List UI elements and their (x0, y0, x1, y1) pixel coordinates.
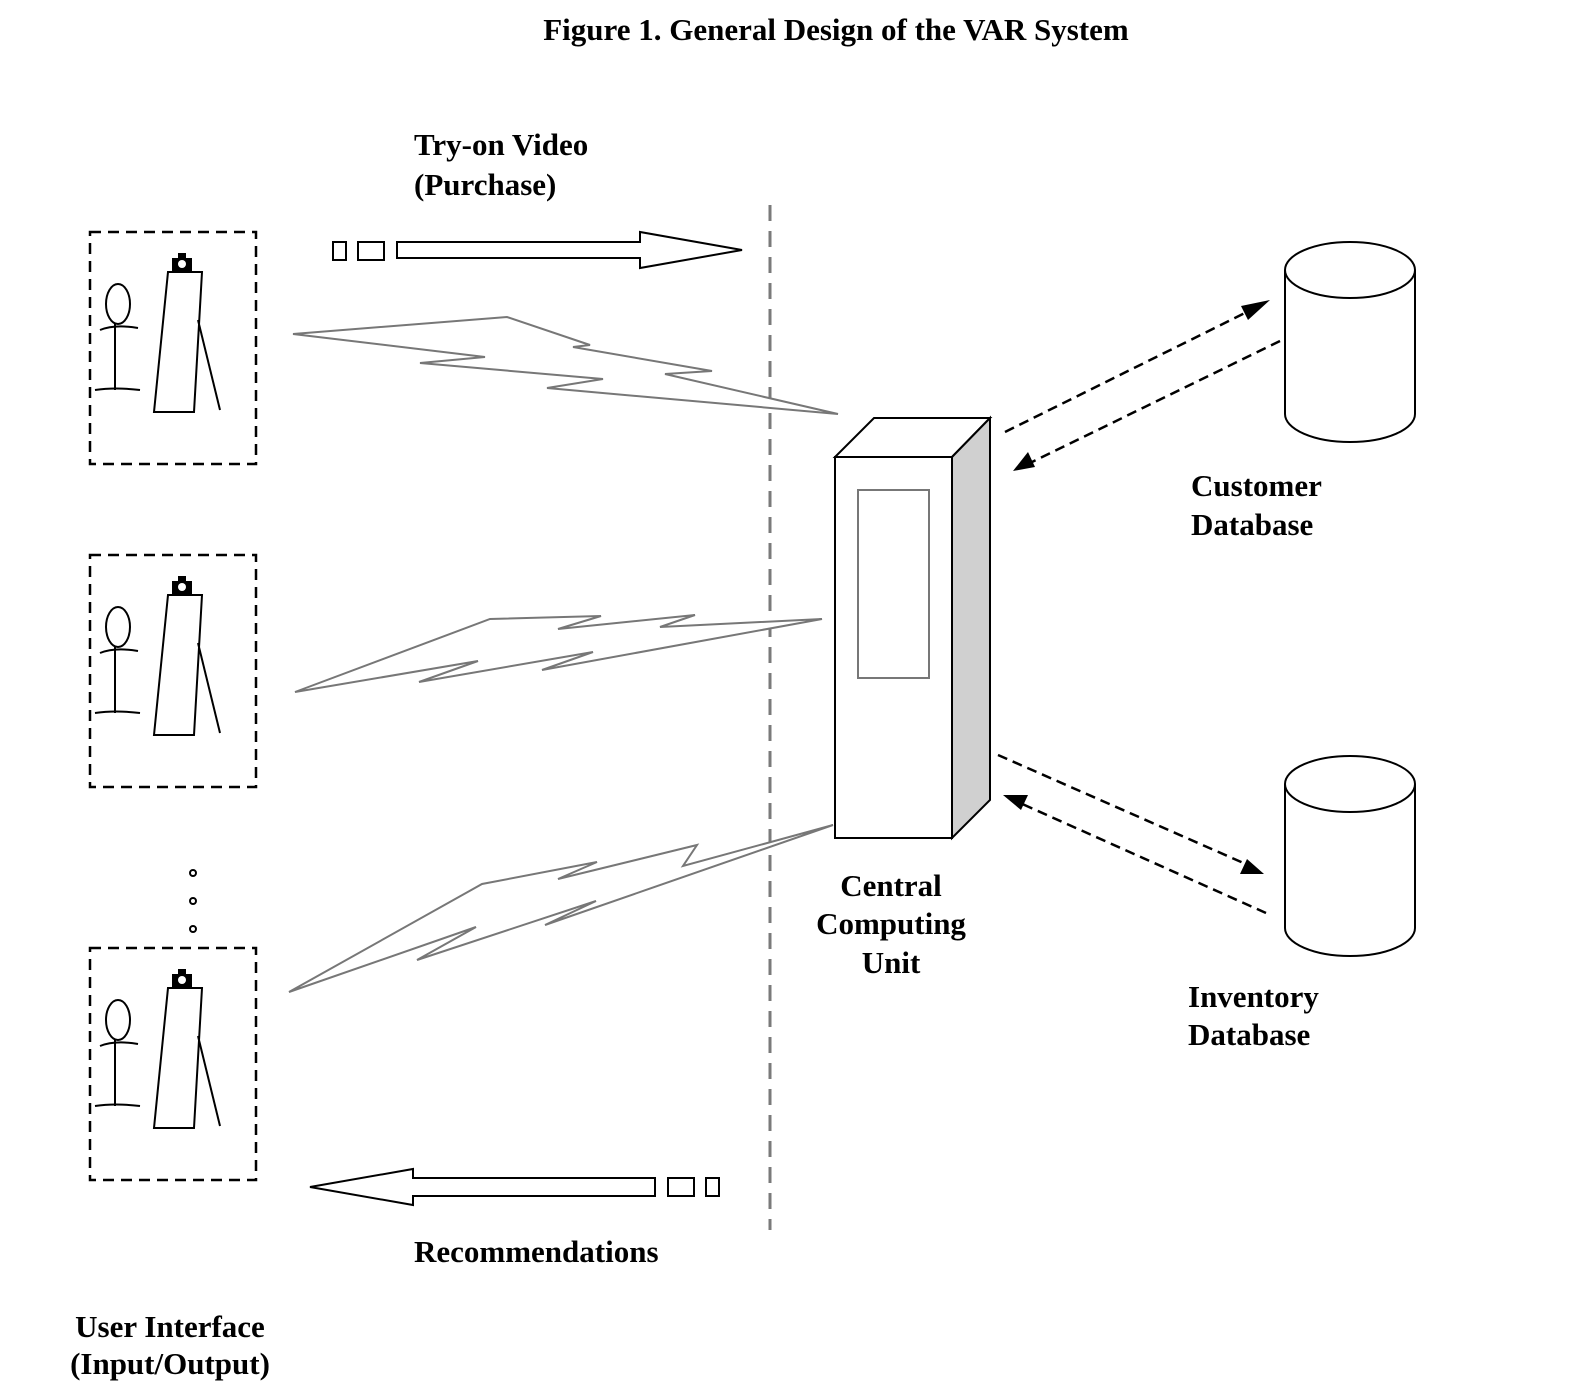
central-label-line3: Unit (862, 945, 921, 980)
inventory-db-link (997, 753, 1267, 915)
stick-figure-with-mirror-icon (88, 553, 258, 789)
lightning-bolt-link-icon (292, 315, 839, 415)
lightning-bolt-link-icon (288, 824, 834, 993)
kiosk-2 (88, 553, 258, 789)
customer-db-link (1004, 300, 1281, 471)
kiosk-1 (88, 230, 258, 466)
recommendations-arrow (309, 1167, 720, 1207)
server-tower-icon (832, 415, 993, 841)
cylinder-database-icon (1284, 755, 1416, 957)
central-label-line1: Central (840, 868, 942, 903)
stick-figure-with-mirror-icon (88, 946, 258, 1182)
inventory-db-label-line2: Database (1188, 1017, 1310, 1052)
kiosk-3 (88, 946, 258, 1182)
user-interface-label-line2: (Input/Output) (70, 1346, 270, 1381)
central-label-line2: Computing (816, 906, 966, 941)
inventory-database-cylinder (1284, 755, 1416, 957)
purchase-label: (Purchase) (414, 167, 556, 202)
customer-database-cylinder (1284, 241, 1416, 443)
inventory-db-label-line1: Inventory (1188, 979, 1319, 1014)
try-on-video-label: Try-on Video (414, 127, 588, 162)
figure-title: Figure 1. General Design of the VAR Syst… (543, 12, 1129, 47)
try-on-video-arrow (332, 230, 743, 270)
cylinder-database-icon (1284, 241, 1416, 443)
more-kiosks-ellipsis (189, 869, 197, 933)
user-interface-label-line1: User Interface (75, 1309, 265, 1344)
recommendations-label: Recommendations (414, 1234, 659, 1269)
customer-db-label-line2: Database (1191, 507, 1313, 542)
lightning-bolt-link-icon (294, 614, 823, 693)
stick-figure-with-mirror-icon (88, 230, 258, 466)
customer-db-label-line1: Customer (1191, 468, 1322, 503)
